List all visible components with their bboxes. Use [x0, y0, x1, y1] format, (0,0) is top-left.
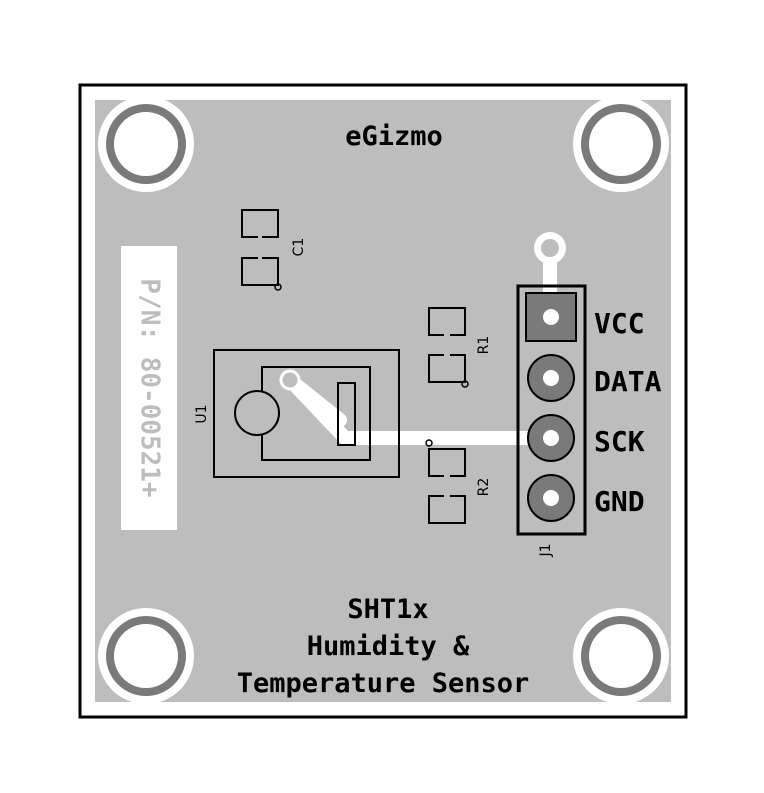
via-hole-icon [541, 239, 559, 257]
pin-label-sck: SCK [594, 425, 645, 458]
capacitor-c1 [241, 209, 279, 286]
r2-label: R2 [476, 478, 492, 497]
j1-label: J1 [538, 543, 554, 557]
r1-label: R1 [476, 336, 492, 355]
pin1-marker-icon [274, 283, 282, 291]
mounting-hole-icon [98, 96, 194, 192]
connector-j1 [516, 284, 587, 536]
c1-label: C1 [291, 238, 307, 257]
resistor-r1 [428, 307, 466, 383]
pin-label-gnd: GND [594, 485, 645, 518]
pin-label-data: DATA [594, 365, 662, 398]
title-line-1: SHT1x [347, 594, 428, 625]
resistor-r2 [428, 448, 466, 524]
pin-label-vcc: VCC [594, 307, 645, 340]
u1-label: U1 [194, 404, 210, 423]
brand-label: eGizmo [345, 121, 443, 152]
title-line-2: Humidity & [307, 631, 470, 662]
part-number-label: P/N: 80-00521+ [135, 278, 165, 497]
pin1-marker-icon [461, 380, 469, 388]
sensor-u1 [213, 349, 400, 478]
title-line-3: Temperature Sensor [237, 668, 530, 699]
pin1-marker-icon [425, 439, 433, 447]
mounting-hole-icon [573, 96, 669, 192]
mounting-hole-icon [98, 608, 194, 704]
mounting-hole-icon [573, 608, 669, 704]
board-fill [95, 100, 671, 702]
part-number-block [121, 246, 177, 530]
